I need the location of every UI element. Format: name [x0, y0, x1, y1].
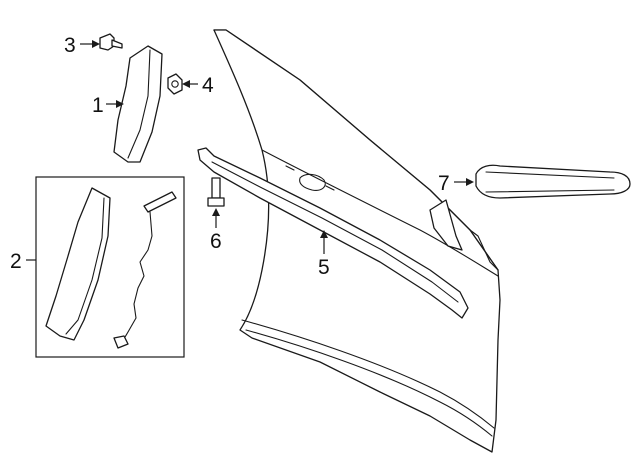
part-5-belt-molding [197, 147, 469, 319]
door-mirror-patch [429, 199, 463, 251]
molding-body [475, 164, 631, 199]
door-rear-edge [469, 229, 499, 271]
door-belt-crease [261, 149, 499, 277]
part-2-applique-assembly [45, 187, 177, 349]
callout-1-label: 1 [92, 94, 104, 117]
nut-hole [171, 80, 179, 88]
callout-4-arrowhead [182, 80, 190, 88]
part-6-clip [207, 177, 225, 207]
belt-molding-edge [211, 161, 459, 303]
part-7-molding [475, 164, 631, 199]
door-lower-crease-2 [245, 329, 493, 437]
callout-7-label: 7 [438, 172, 450, 195]
callout-7: 7 [438, 172, 474, 195]
inset-applique-edge [65, 197, 105, 335]
callout-7-arrowhead [466, 178, 474, 186]
clip-stem [211, 177, 221, 199]
callout-3-label: 3 [64, 34, 76, 57]
belt-molding-body [197, 147, 469, 319]
door-lower-crease [241, 319, 495, 429]
callout-3-arrowhead [92, 40, 100, 48]
callout-6: 6 [210, 208, 222, 253]
callout-3: 3 [64, 34, 100, 57]
callout-2: 2 [10, 250, 36, 273]
callout-5: 5 [318, 230, 330, 279]
callout-5-label: 5 [318, 256, 330, 279]
callout-5-arrowhead [320, 230, 328, 238]
callout-1-arrowhead [116, 100, 124, 108]
clip-base [207, 197, 225, 207]
part-1-applique [113, 45, 163, 163]
door-handle-slot-1 [285, 165, 295, 171]
callout-2-label: 2 [10, 250, 22, 273]
callout-6-label: 6 [210, 230, 222, 253]
applique-upper [113, 45, 163, 163]
applique-upper-edge [127, 49, 151, 159]
part-3-screw [99, 33, 123, 51]
callout-4: 4 [182, 74, 214, 97]
part-4-nut [167, 73, 183, 95]
inset-frame-part-2 [35, 176, 185, 358]
screw-shank [111, 39, 123, 49]
callout-1: 1 [92, 94, 124, 117]
harness-wire [121, 211, 153, 343]
callout-4-label: 4 [202, 74, 214, 97]
harness-terminal [113, 335, 129, 349]
harness-connector [143, 191, 177, 213]
callout-6-arrowhead [212, 208, 220, 216]
inset-applique [45, 187, 111, 341]
door-handle-slot-2 [325, 185, 335, 191]
door-handle-recess [299, 173, 326, 191]
molding-edge [485, 171, 615, 193]
nut-body [167, 73, 183, 95]
